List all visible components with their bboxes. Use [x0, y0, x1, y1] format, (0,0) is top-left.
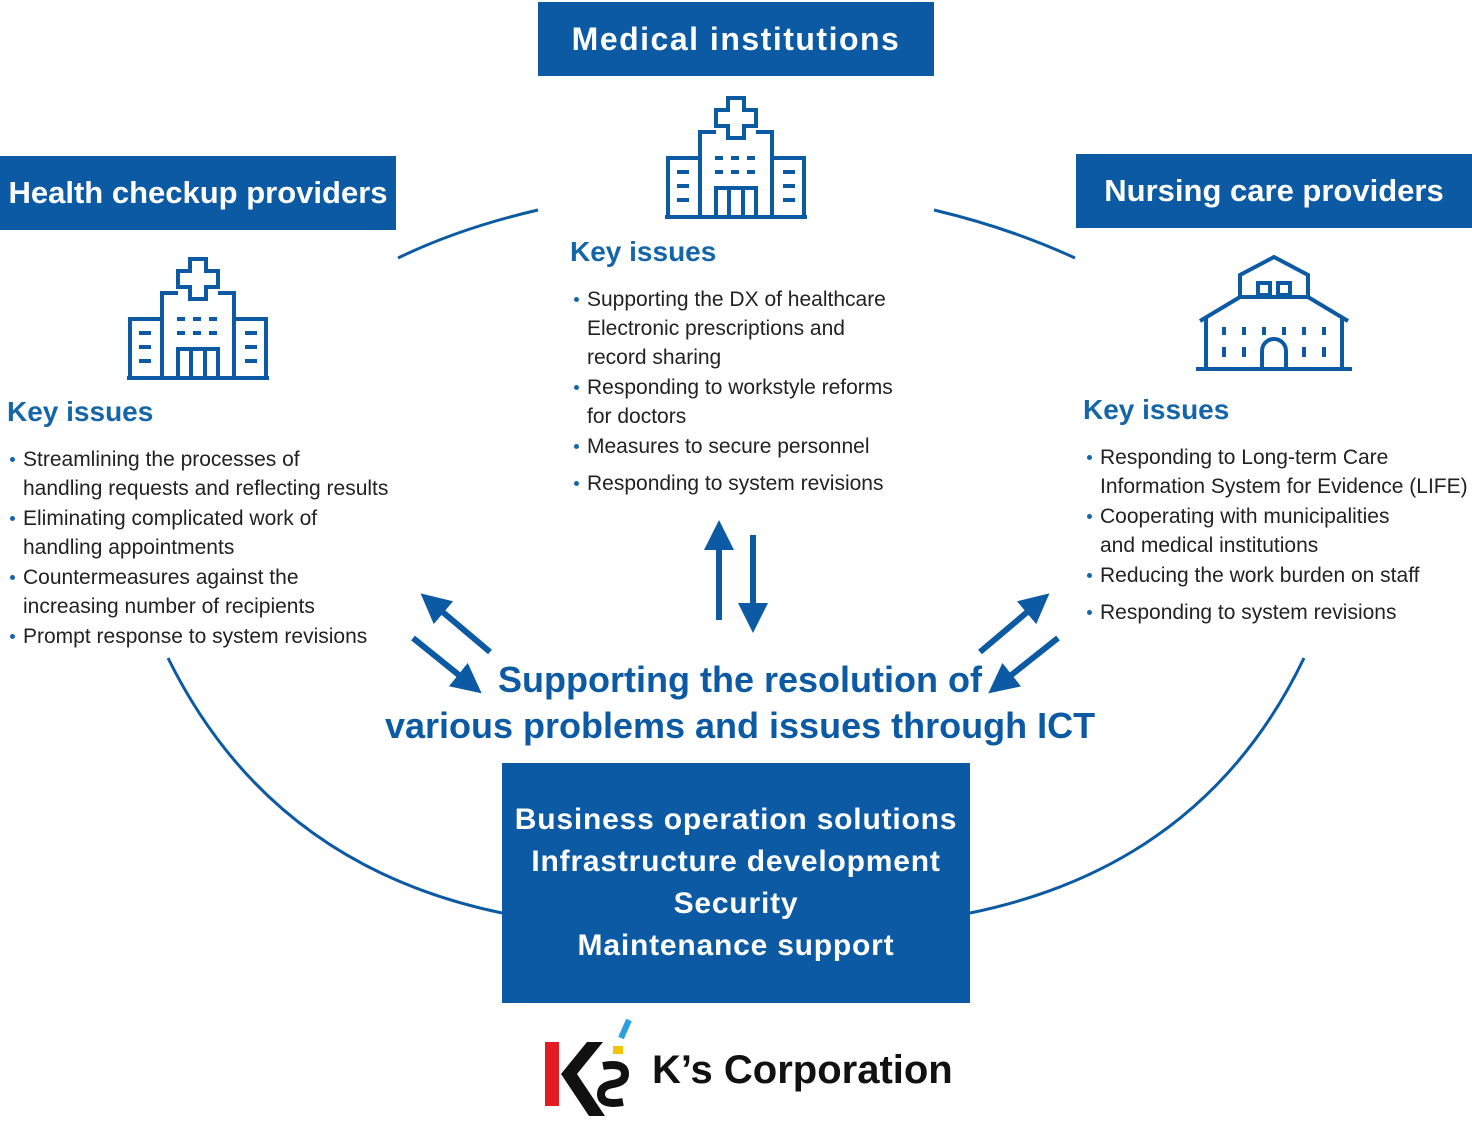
list-item: Supporting the DX of healthcare Electron… [571, 285, 951, 372]
center-message-line2: various problems and issues through ICT [384, 705, 1096, 746]
arrow-up-left-icon [420, 593, 492, 655]
nursing-care-banner: Nursing care providers [1076, 154, 1472, 228]
nursing-issues-list: Responding to Long-term Care Information… [1084, 443, 1469, 628]
hospital-icon [665, 96, 807, 219]
solutions-box: Business operation solutions Infrastruct… [502, 763, 970, 1003]
hospital-icon [127, 257, 269, 380]
health-issues-list: Streamlining the processes of handling r… [7, 445, 402, 652]
arc-top-left [397, 208, 539, 260]
list-item: Countermeasures against the increasing n… [7, 563, 402, 621]
list-item: Responding to system revisions [1084, 598, 1469, 627]
nursing-key-issues-title: Key issues [1083, 394, 1230, 425]
arrow-down-right-icon [411, 635, 482, 694]
list-item: Measures to secure personnel [571, 432, 951, 461]
solution-item: Maintenance support [577, 929, 895, 962]
health-key-issues-title: Key issues [7, 396, 154, 427]
ks-logo-icon [545, 1018, 632, 1116]
arrow-up-right-icon [978, 593, 1050, 655]
solution-item: Infrastructure development [531, 845, 941, 878]
arc-bottom-right [969, 657, 1306, 915]
arrow-down-left-icon [988, 635, 1060, 694]
medical-issues-list: Supporting the DX of healthcare Electron… [571, 285, 951, 499]
solution-item: Security [673, 887, 799, 920]
list-item: Reducing the work burden on staff [1084, 561, 1469, 590]
list-item: Eliminating complicated work of handling… [7, 504, 402, 562]
list-item: Responding to Long-term Care Information… [1084, 443, 1469, 501]
list-item: Responding to system revisions [571, 469, 951, 498]
list-item: Streamlining the processes of handling r… [7, 445, 402, 503]
solution-item: Business operation solutions [514, 803, 958, 836]
center-message-line1: Supporting the resolution of [498, 659, 982, 700]
arc-bottom-left [166, 657, 503, 915]
medical-institutions-banner: Medical institutions [538, 2, 934, 76]
list-item: Prompt response to system revisions [7, 622, 402, 651]
list-item: Cooperating with municipalities and medi… [1084, 502, 1469, 560]
health-checkup-banner: Health checkup providers [0, 156, 396, 230]
company-name: K’s Corporation [652, 1048, 953, 1092]
list-item: Responding to workstyle reforms for doct… [571, 373, 951, 431]
care-facility-icon [1196, 254, 1352, 371]
arc-top-right [933, 208, 1076, 260]
medical-key-issues-title: Key issues [570, 236, 717, 267]
